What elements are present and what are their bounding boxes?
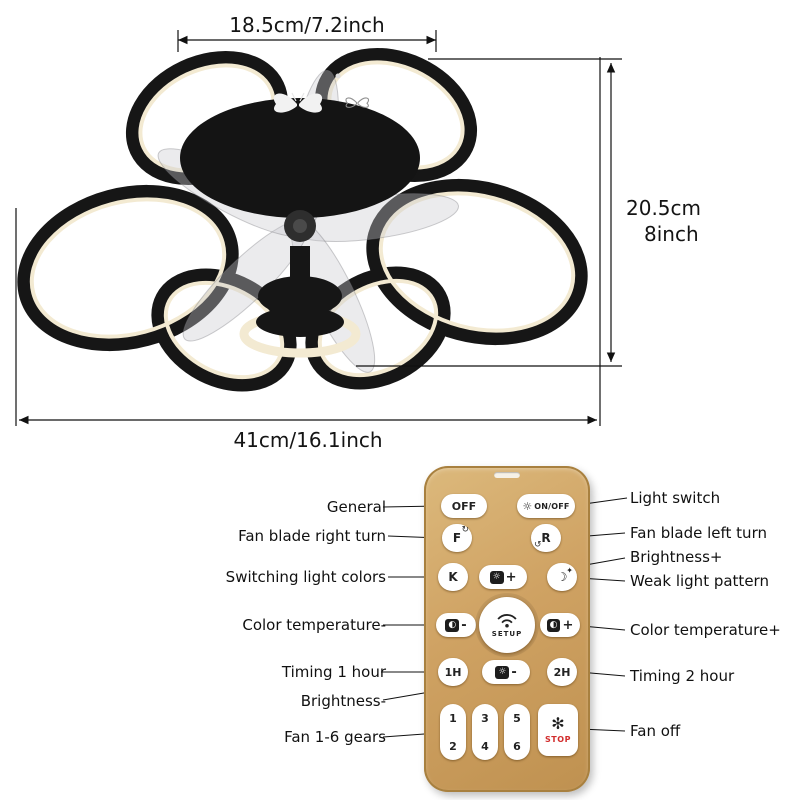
fan-right-turn-button: F ↻ [442, 524, 472, 552]
label-fan-1-6-gears: Fan 1-6 gears [284, 728, 386, 746]
dimension-right-inch: 8inch [644, 222, 699, 246]
setup-label: SETUP [491, 630, 523, 638]
label-weak-light-pattern: Weak light pattern [630, 572, 769, 590]
fan-hub [239, 210, 361, 358]
dimension-lines [15, 30, 622, 426]
color-temp-icon: ◐ [546, 618, 561, 632]
light-onoff-button: ☼ ON/OFF [517, 494, 575, 518]
minus-sign: - [461, 617, 467, 633]
timer-2h-button: 2H [547, 658, 577, 686]
label-light-switch: Light switch [630, 489, 721, 507]
weak-light-button: ☽ ✦ [547, 563, 577, 591]
gear-4-button: 4 [481, 739, 489, 753]
remote-control: OFF ☼ ON/OFF F ↻ R ↺ K ☼ + ☽ ✦ ◐ - [424, 466, 590, 792]
dimension-top: 18.5cm/7.2inch [229, 13, 385, 37]
label-general: General [326, 498, 386, 516]
label-color-temperature-minus: Color temperature- [242, 616, 386, 634]
label-brightness-plus: Brightness+ [630, 548, 723, 566]
fan-left-turn-button: R ↺ [531, 524, 561, 552]
gear-buttons-1-2: 1 2 [440, 704, 466, 760]
stop-label: STOP [545, 735, 571, 744]
brightness-icon: ☼ [489, 570, 504, 584]
gear-6-button: 6 [513, 739, 521, 753]
color-temp-minus-button: ◐ - [436, 613, 476, 637]
label-color-temperature-plus: Color temperature+ [630, 621, 781, 639]
fan-left-letter: R [541, 531, 551, 545]
brightness-plus-button: ☼ + [479, 565, 527, 589]
moon-icon: ☽ [556, 570, 568, 584]
gear-buttons-3-4: 3 4 [472, 704, 498, 760]
fan-right-letter: F [452, 531, 462, 545]
plus-sign: + [505, 569, 517, 585]
color-temp-icon: ◐ [445, 618, 460, 632]
label-timing-1-hour: Timing 1 hour [281, 663, 386, 681]
wifi-icon [497, 614, 517, 628]
label-fan-blade-left-turn: Fan blade left turn [630, 524, 767, 542]
minus-sign: - [511, 664, 517, 680]
gear-1-button: 1 [449, 711, 457, 725]
label-timing-2-hour: Timing 2 hour [630, 667, 735, 685]
fan-icon: ✻ [551, 714, 565, 733]
gear-3-button: 3 [481, 711, 489, 725]
dimension-bottom: 41cm/16.1inch [233, 428, 383, 452]
star-icon: ✦ [566, 566, 573, 575]
rotate-ccw-icon: ↺ [534, 540, 542, 550]
brightness-minus-button: ☼ - [482, 660, 530, 684]
fan-stop-button: ✻ STOP [538, 704, 578, 756]
setup-button: SETUP [479, 597, 535, 653]
fan-led-strips [29, 60, 576, 380]
timer-1h-button: 1H [438, 658, 468, 686]
label-brightness-minus: Brightness- [300, 692, 386, 710]
gear-buttons-5-6: 5 6 [504, 704, 530, 760]
dimension-right-cm: 20.5cm [626, 196, 702, 220]
butterfly-decoration [273, 73, 370, 113]
remote-ir-notch [494, 472, 520, 478]
rotate-cw-icon: ↻ [461, 525, 469, 535]
fan-canopy-disc [180, 98, 420, 218]
color-temp-plus-button: ◐ + [540, 613, 580, 637]
brightness-icon: ☼ [495, 665, 510, 679]
off-button: OFF [441, 494, 487, 518]
gear-5-button: 5 [513, 711, 521, 725]
onoff-label: ON/OFF [534, 501, 570, 511]
label-switching-light-colors: Switching light colors [225, 568, 386, 586]
label-fan-blade-right-turn: Fan blade right turn [238, 527, 386, 545]
label-fan-off: Fan off [630, 722, 681, 740]
light-color-button: K [438, 563, 468, 591]
light-icon: ☼ [522, 499, 533, 513]
plus-sign: + [562, 617, 574, 633]
gear-2-button: 2 [449, 739, 457, 753]
